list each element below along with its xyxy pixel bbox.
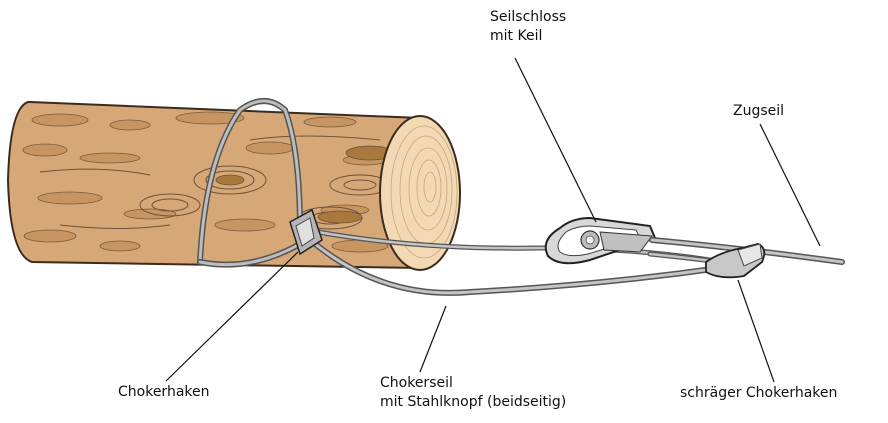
log — [8, 102, 460, 270]
label-seilschloss: Seilschloss mit Keil — [490, 8, 566, 46]
label-chokerseil-line1: Chokerseil — [380, 374, 566, 393]
leader-chokerseil — [420, 306, 446, 372]
label-schraeger-chokerhaken: schräger Chokerhaken — [680, 384, 837, 403]
label-chokerseil-line2: mit Stahlknopf (beidseitig) — [380, 393, 566, 412]
label-chokerseil: Chokerseil mit Stahlknopf (beidseitig) — [380, 374, 566, 412]
label-seilschloss-line1: Seilschloss — [490, 8, 566, 27]
label-seilschloss-line2: mit Keil — [490, 27, 566, 46]
wedge-socket — [546, 218, 655, 263]
label-zugseil: Zugseil — [733, 102, 784, 121]
leader-seilschloss — [515, 58, 596, 222]
leader-zugseil — [760, 124, 820, 246]
leader-schraeg — [738, 280, 774, 382]
leader-chokerhaken — [166, 252, 298, 381]
label-chokerhaken: Chokerhaken — [118, 383, 210, 402]
